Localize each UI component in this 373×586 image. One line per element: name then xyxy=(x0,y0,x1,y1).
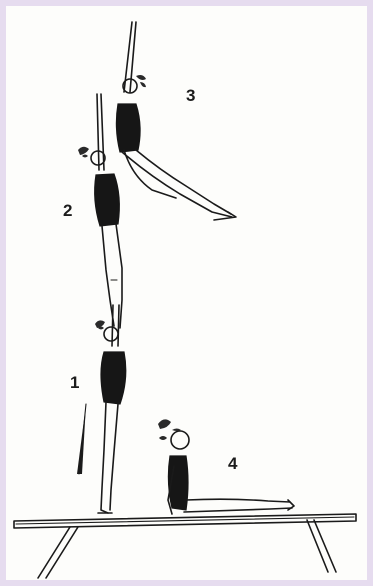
gymnastics-illustration: 1 2 3 4 xyxy=(6,6,367,580)
gymnast-pose-4 xyxy=(158,419,294,514)
label-pose-2: 2 xyxy=(63,201,72,220)
label-pose-4: 4 xyxy=(228,454,238,473)
label-pose-1: 1 xyxy=(70,373,79,392)
balance-beam xyxy=(14,514,356,578)
gymnast-pose-2 xyxy=(78,94,122,328)
label-pose-3: 3 xyxy=(186,86,195,105)
motion-arrow xyxy=(77,404,86,474)
figure-panel: 1 2 3 4 xyxy=(6,6,367,580)
gymnast-pose-1 xyxy=(95,305,126,513)
gymnast-pose-3 xyxy=(116,22,236,220)
